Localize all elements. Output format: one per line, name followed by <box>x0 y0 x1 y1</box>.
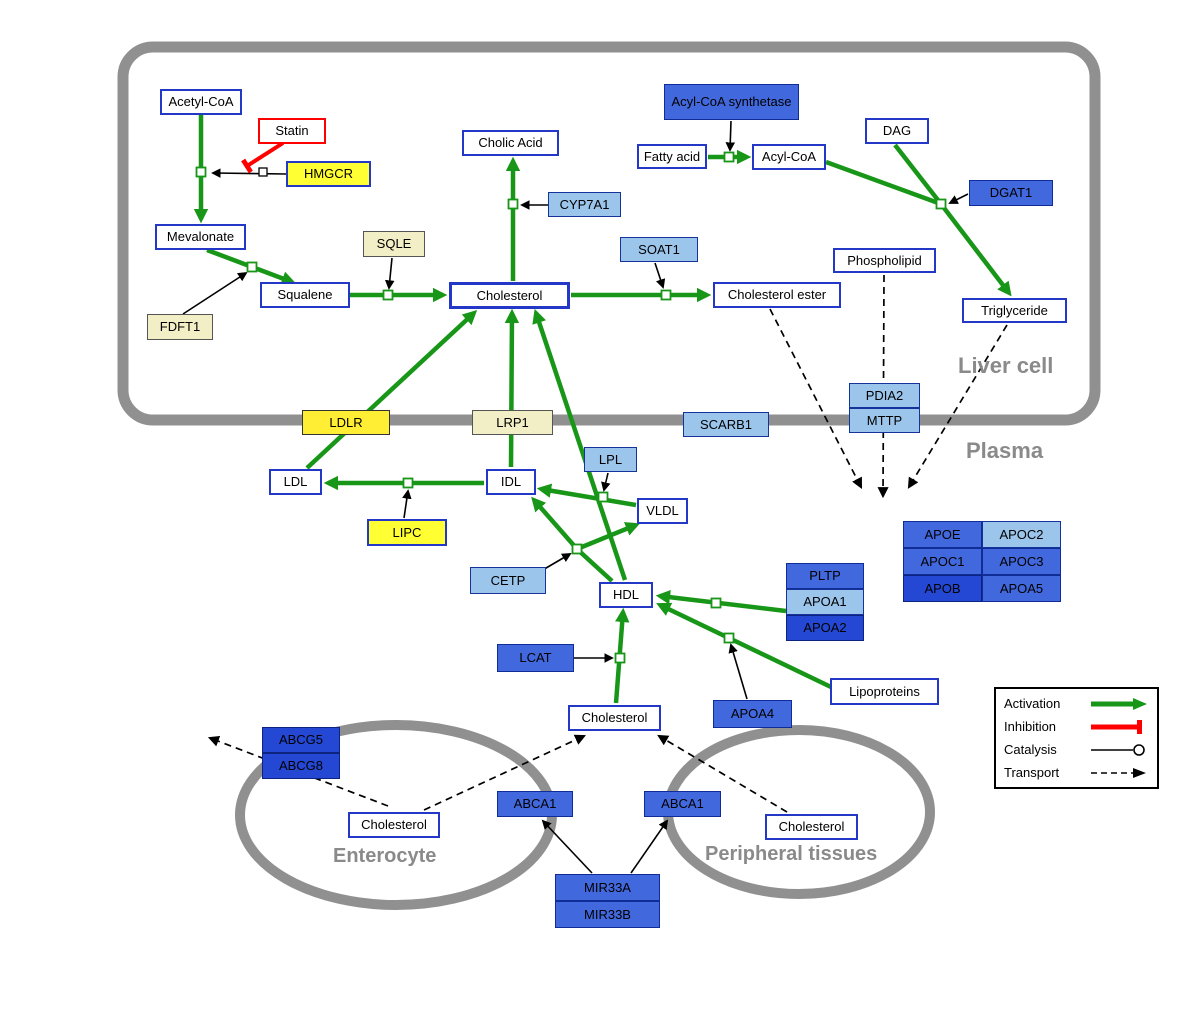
legend-activation-row: Activation <box>1004 693 1149 715</box>
legend-inhibition-label: Inhibition <box>1004 719 1057 734</box>
activation-arrow-icon <box>1091 697 1147 710</box>
reaction-nodes <box>195 151 947 664</box>
node-apoc3[interactable]: APOC3 <box>982 548 1061 575</box>
node-cholesterol-liver[interactable]: Cholesterol <box>449 282 570 309</box>
node-phospholipid[interactable]: Phospholipid <box>833 248 936 273</box>
node-apoa4[interactable]: APOA4 <box>713 700 792 728</box>
node-apoa5[interactable]: APOA5 <box>982 575 1061 602</box>
transport-edges <box>207 274 1008 813</box>
node-lrp1[interactable]: LRP1 <box>472 410 553 435</box>
catalysis-circle-icon <box>1091 743 1145 756</box>
node-mevalonate[interactable]: Mevalonate <box>155 224 246 250</box>
node-fdft1[interactable]: FDFT1 <box>147 314 213 340</box>
node-statin[interactable]: Statin <box>258 118 326 144</box>
node-apoe[interactable]: APOE <box>903 521 982 548</box>
peripheral-tissues-label: Peripheral tissues <box>705 843 878 865</box>
node-pdia2[interactable]: PDIA2 <box>849 383 920 408</box>
enterocyte-label: Enterocyte <box>333 845 437 867</box>
node-apoc2[interactable]: APOC2 <box>982 521 1061 548</box>
node-cholesterol-peripheral[interactable]: Cholesterol <box>765 814 858 840</box>
node-apoc1[interactable]: APOC1 <box>903 548 982 575</box>
node-dag[interactable]: DAG <box>865 118 929 144</box>
node-acetyl-coa[interactable]: Acetyl-CoA <box>160 89 242 115</box>
legend-transport-label: Transport <box>1004 765 1060 780</box>
legend-catalysis-label: Catalysis <box>1004 742 1057 757</box>
catalysis-anchor <box>258 167 268 177</box>
node-abcg8[interactable]: ABCG8 <box>262 753 340 779</box>
node-hmgcr[interactable]: HMGCR <box>286 161 371 187</box>
node-idl[interactable]: IDL <box>486 469 536 495</box>
transport-arrow-icon <box>1091 767 1146 778</box>
node-fatty-acid[interactable]: Fatty acid <box>637 144 707 169</box>
node-vldl[interactable]: VLDL <box>637 498 688 524</box>
node-soat1[interactable]: SOAT1 <box>620 237 698 262</box>
node-hdl[interactable]: HDL <box>599 582 653 608</box>
node-scarb1[interactable]: SCARB1 <box>683 412 769 437</box>
legend-catalysis-row: Catalysis <box>1004 739 1149 761</box>
node-lipoproteins[interactable]: Lipoproteins <box>830 678 939 705</box>
node-abca1-left[interactable]: ABCA1 <box>497 791 573 817</box>
node-triglyceride[interactable]: Triglyceride <box>962 298 1067 323</box>
activation-edges <box>193 115 1012 704</box>
legend-inhibition-row: Inhibition <box>1004 716 1149 738</box>
catalysis-edges <box>182 120 969 874</box>
node-ldlr[interactable]: LDLR <box>302 410 390 435</box>
node-cholesterol-ester[interactable]: Cholesterol ester <box>713 282 841 308</box>
legend-transport-row: Transport <box>1004 762 1149 784</box>
node-mir33b[interactable]: MIR33B <box>555 901 660 928</box>
node-cholesterol-enterocyte[interactable]: Cholesterol <box>348 812 440 838</box>
node-abca1-right[interactable]: ABCA1 <box>644 791 721 817</box>
node-mttp[interactable]: MTTP <box>849 408 920 433</box>
node-cetp[interactable]: CETP <box>470 567 546 594</box>
node-squalene[interactable]: Squalene <box>260 282 350 308</box>
liver-cell-membrane <box>117 41 1101 426</box>
node-apoa2[interactable]: APOA2 <box>786 615 864 641</box>
inhibition-edge <box>241 141 285 174</box>
node-sqle[interactable]: SQLE <box>363 231 425 257</box>
node-apob[interactable]: APOB <box>903 575 982 602</box>
legend: Activation Inhibition Catalysis Transpor… <box>994 687 1159 789</box>
node-lcat[interactable]: LCAT <box>497 644 574 672</box>
node-apoa1[interactable]: APOA1 <box>786 589 864 615</box>
node-dgat1[interactable]: DGAT1 <box>969 180 1053 206</box>
node-lipc[interactable]: LIPC <box>367 519 447 546</box>
liver-cell-label: Liver cell <box>958 353 1054 378</box>
inhibition-tbar-icon <box>1091 719 1142 734</box>
plasma-label: Plasma <box>966 438 1044 463</box>
node-acyl-coa-synthetase[interactable]: Acyl-CoA synthetase <box>664 84 799 120</box>
node-lpl[interactable]: LPL <box>584 447 637 472</box>
node-cholic-acid[interactable]: Cholic Acid <box>462 130 559 156</box>
node-acyl-coa[interactable]: Acyl-CoA <box>752 144 826 170</box>
node-cholesterol-plasma[interactable]: Cholesterol <box>568 705 661 731</box>
node-cyp7a1[interactable]: CYP7A1 <box>548 192 621 217</box>
legend-activation-label: Activation <box>1004 696 1061 711</box>
node-ldl[interactable]: LDL <box>269 469 322 495</box>
node-pltp[interactable]: PLTP <box>786 563 864 589</box>
node-abcg5[interactable]: ABCG5 <box>262 727 340 753</box>
node-mir33a[interactable]: MIR33A <box>555 874 660 901</box>
